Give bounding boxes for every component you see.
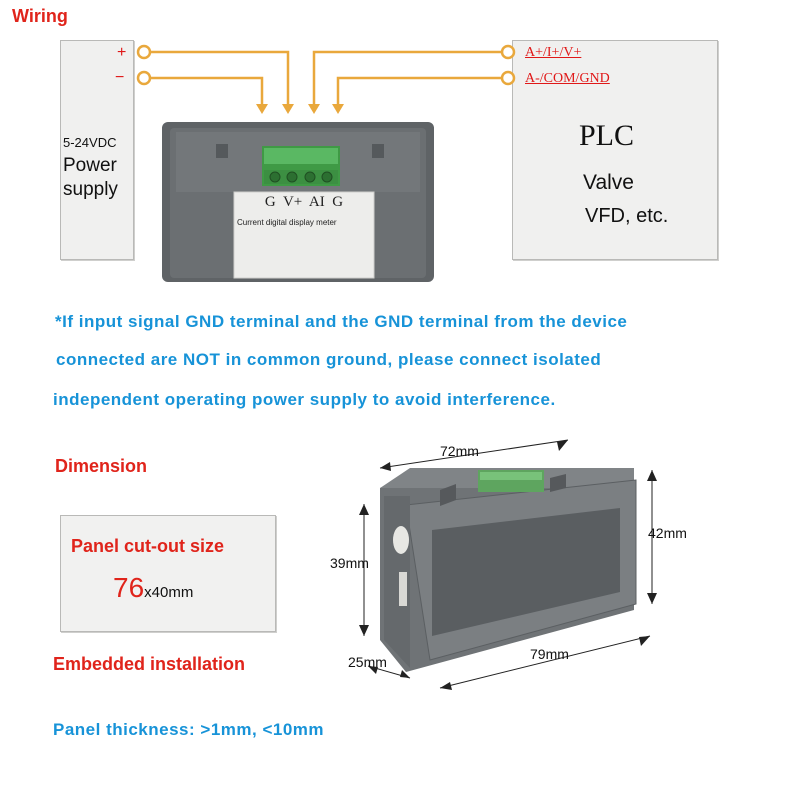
dim-height-right: 42mm <box>648 525 687 541</box>
signal-negative-label: A-/COM/GND <box>525 71 610 86</box>
signal-positive-label: A+/I+/V+ <box>525 45 582 60</box>
dimension-arrows <box>359 440 657 690</box>
dimension-heading: Dimension <box>55 456 148 476</box>
vfd-label: VFD, etc. <box>585 205 669 227</box>
cutout-size-big: 76 <box>113 572 145 603</box>
plc-title: PLC <box>579 119 635 152</box>
meter-device <box>162 122 434 282</box>
panel-thickness: Panel thickness: >1mm, <10mm <box>53 720 325 739</box>
valve-label: Valve <box>583 171 634 194</box>
note-line-3: independent operating power supply to av… <box>53 390 556 409</box>
note-line-2: connected are NOT in common ground, plea… <box>56 350 602 369</box>
wire-signal-minus <box>336 76 504 106</box>
dim-width-top: 72mm <box>440 443 479 459</box>
terminal-dot-ps-plus <box>136 44 152 60</box>
cutout-size: 76x40mm <box>113 572 193 604</box>
terminal-dot-plc-minus <box>500 70 516 86</box>
wire-power-minus <box>150 76 264 106</box>
power-label: Power <box>63 155 117 176</box>
minus-sign: − <box>115 69 125 86</box>
embedded-heading: Embedded installation <box>53 654 246 674</box>
device-label: Current digital display meter <box>237 218 337 227</box>
plus-sign: + <box>117 44 127 61</box>
meter-3d <box>380 468 637 672</box>
supply-label: supply <box>63 179 118 200</box>
cutout-box: Panel cut-out size 76x40mm <box>60 515 276 632</box>
note-line-1: *If input signal GND terminal and the GN… <box>55 312 628 331</box>
terminal-dot-ps-minus <box>136 70 152 86</box>
wire-signal-plus <box>312 50 504 106</box>
voltage-label: 5-24VDC <box>63 135 117 150</box>
wiring-heading: Wiring <box>12 6 68 26</box>
plc-box: A+/I+/V+ A-/COM/GND PLC Valve VFD, etc. <box>512 40 718 260</box>
wire-arrows <box>256 104 344 114</box>
terminal-dots <box>136 44 516 86</box>
wires <box>150 50 504 106</box>
cutout-title: Panel cut-out size <box>71 536 225 556</box>
terminal-dot-plc-plus <box>500 44 516 60</box>
terminal-labels: G V+ AI G <box>264 194 344 210</box>
dim-height-left: 39mm <box>330 555 369 571</box>
dim-depth: 25mm <box>348 654 387 670</box>
wire-power-plus <box>150 50 290 106</box>
dim-width-bottom: 79mm <box>530 646 569 662</box>
cutout-size-rest: x40mm <box>144 584 194 601</box>
power-supply-box: + − 5-24VDC Power supply <box>60 40 134 260</box>
